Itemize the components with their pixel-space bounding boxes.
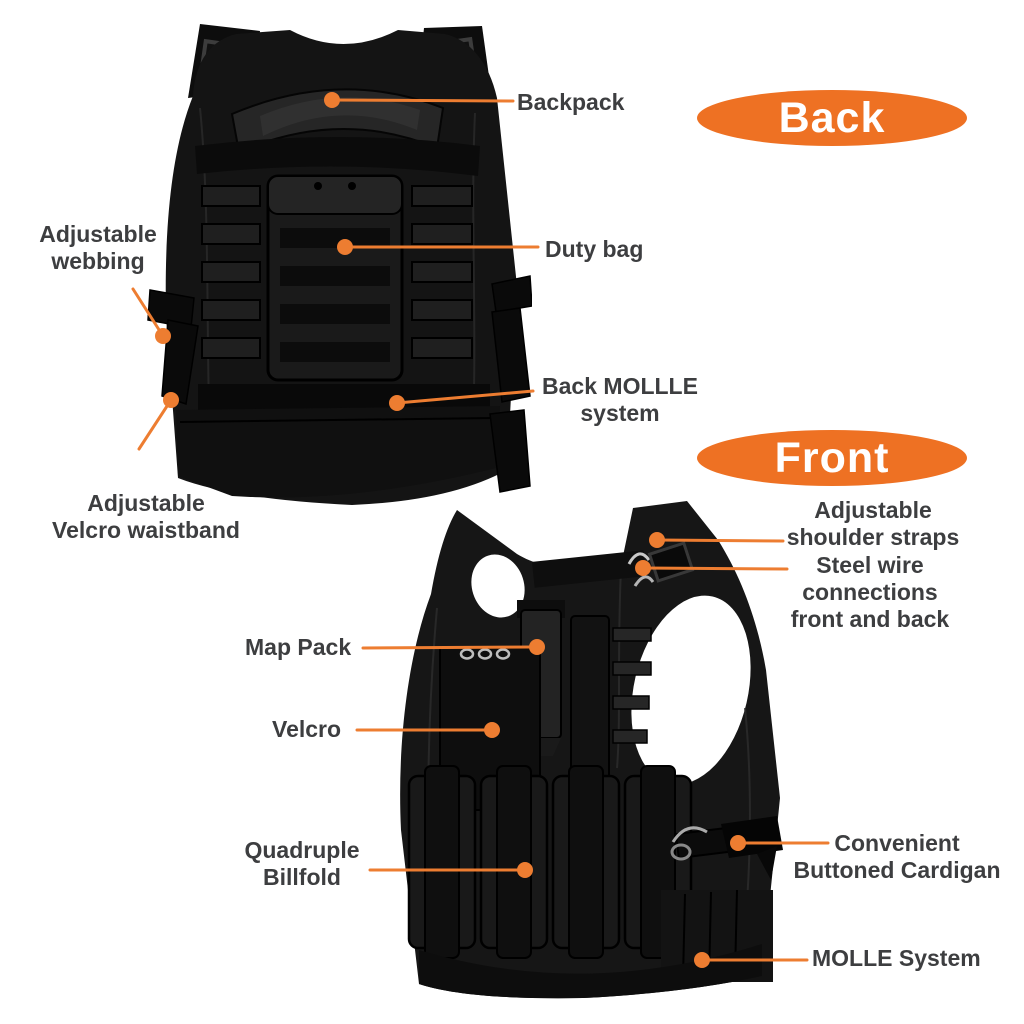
- label-back-molle-system: Back MOLLLE system: [542, 373, 698, 426]
- back-molle-band: [198, 384, 490, 410]
- label-velcro: Velcro: [272, 716, 342, 742]
- velcro-waistband: [176, 406, 500, 498]
- label-backpack: Backpack: [517, 89, 625, 115]
- back-vest-photo: [147, 24, 532, 505]
- front-molle-webbing: [612, 627, 652, 744]
- label-duty-bag: Duty bag: [545, 236, 644, 262]
- label-molle-system: MOLLE System: [812, 945, 981, 971]
- label-adjustable-shoulder-straps: Adjustable shoulder straps: [786, 497, 960, 550]
- chest-top-band: [531, 550, 647, 588]
- back-molle-webbing: [201, 185, 473, 359]
- duty-bag-pouch: [266, 174, 404, 382]
- label-quadruple-billfold: Quadruple Billfold: [244, 837, 360, 890]
- left-armhole: [471, 554, 525, 618]
- side-buckle-assembly: [670, 816, 783, 880]
- label-map-pack: Map Pack: [245, 634, 352, 660]
- label-convenient-buttoned-cardigan: Convenient Buttoned Cardigan: [793, 830, 1001, 883]
- label-steel-wire-connections: Steel wire connections front and back: [790, 552, 950, 632]
- quadruple-billfold-pouches: [407, 765, 693, 959]
- right-armhole: [631, 595, 751, 785]
- back-view-badge: Back: [697, 90, 967, 146]
- eyelets-icon: [459, 648, 511, 660]
- side-webbing-strap-right: [489, 275, 532, 493]
- label-adjustable-velcro-waistband: Adjustable Velcro waistband: [52, 490, 240, 543]
- bottom-hem: [419, 944, 762, 999]
- back-horizontal-strap: [195, 137, 480, 176]
- label-adjustable-webbing: Adjustable webbing: [39, 221, 157, 274]
- front-vest-photo: [400, 501, 783, 999]
- front-view-badge: Front: [697, 430, 967, 486]
